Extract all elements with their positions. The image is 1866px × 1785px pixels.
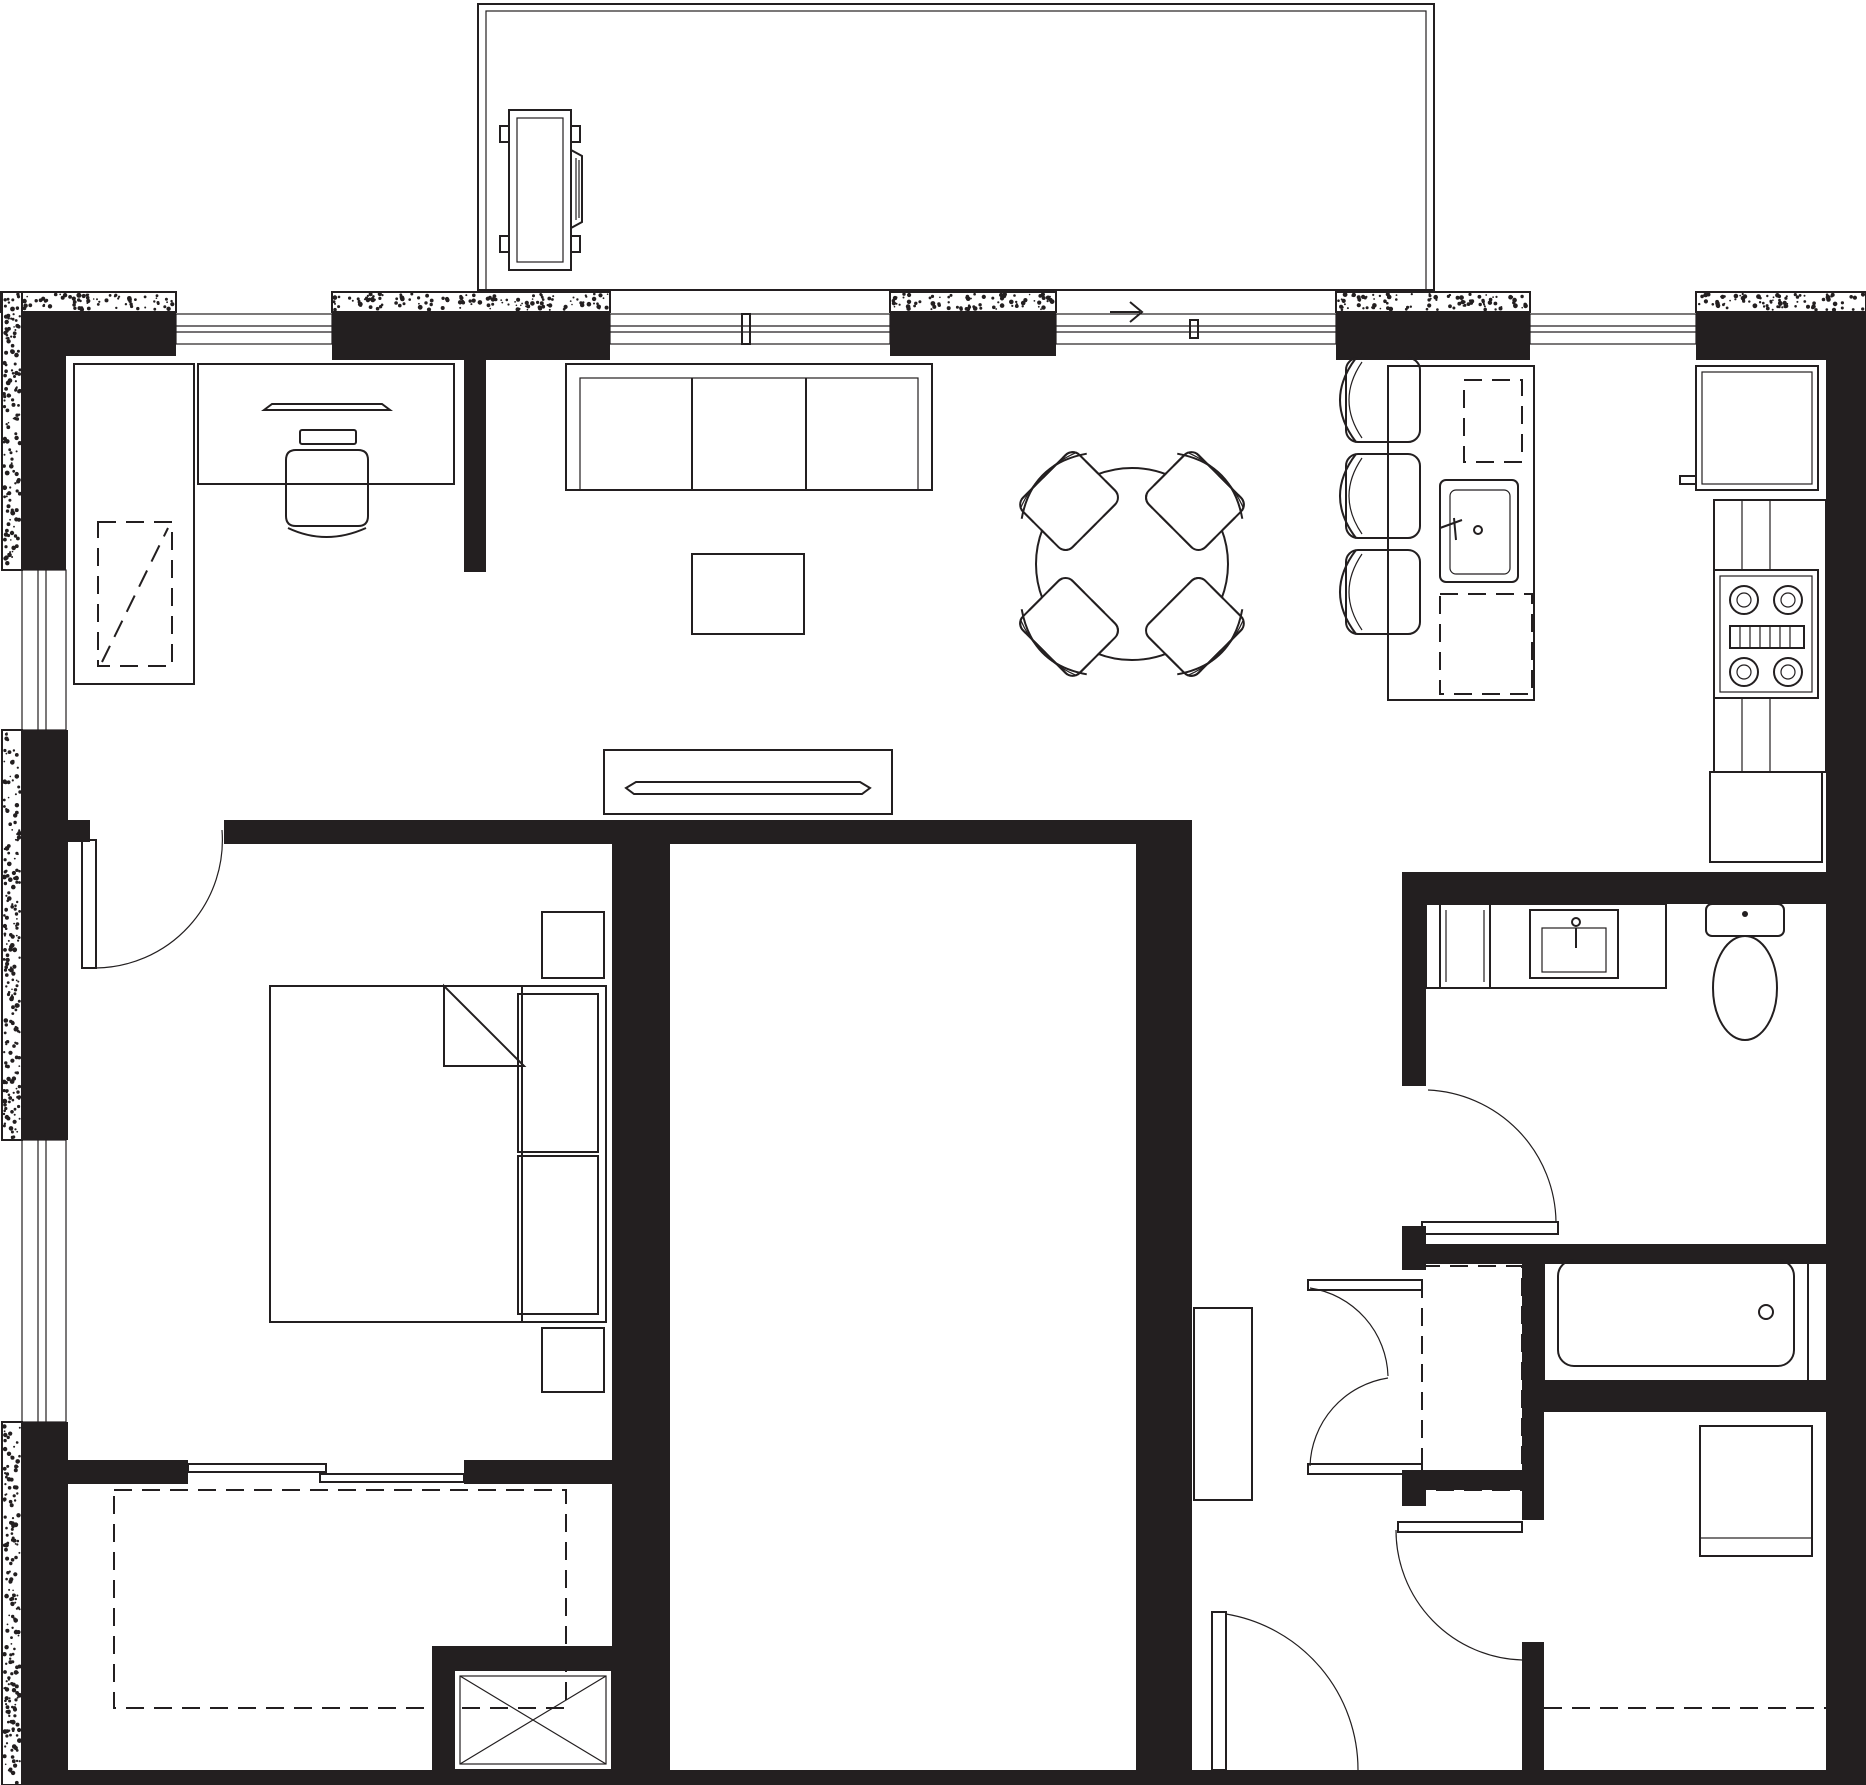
coffee-table [691,553,805,635]
vanity [1425,903,1667,989]
nightstands [541,911,605,1393]
bathtub [1543,1245,1809,1385]
bar-stools [1339,357,1421,635]
bar-stool [1339,549,1421,635]
dining-chair [1019,451,1119,551]
dining-chair [1145,577,1245,677]
bed [269,983,607,1323]
storage-shaft [453,1669,613,1771]
walk-in-closet [113,1489,567,1709]
lounge-chair [499,109,583,271]
dining-chair [1019,577,1119,677]
kitchen-island [1387,365,1535,701]
dining-chair [1145,451,1245,551]
office-chair [285,429,369,538]
pantry-cabinet [1709,771,1823,863]
toilet [1705,903,1785,1041]
exterior-walls [0,291,1866,1785]
windows-top [175,301,1697,345]
concrete-texture [1,291,1866,1785]
round-dining-table [1035,467,1229,661]
washer-dryer [1699,1425,1813,1557]
interior-walls [66,356,1826,1770]
desk [197,363,455,485]
laundry-closet [1421,1265,1523,1491]
range [1713,569,1819,699]
windows-left [21,569,67,1423]
sofa [565,363,933,491]
shelving [73,363,195,685]
dining-chairs [1019,451,1245,677]
bar-stool [1339,357,1421,443]
media-console [603,749,893,815]
bar-stool [1339,453,1421,539]
entry-bench [1193,1307,1253,1501]
doors [66,820,1559,1771]
fridge [1679,365,1819,491]
balcony [477,3,1435,291]
sink [1439,479,1519,583]
